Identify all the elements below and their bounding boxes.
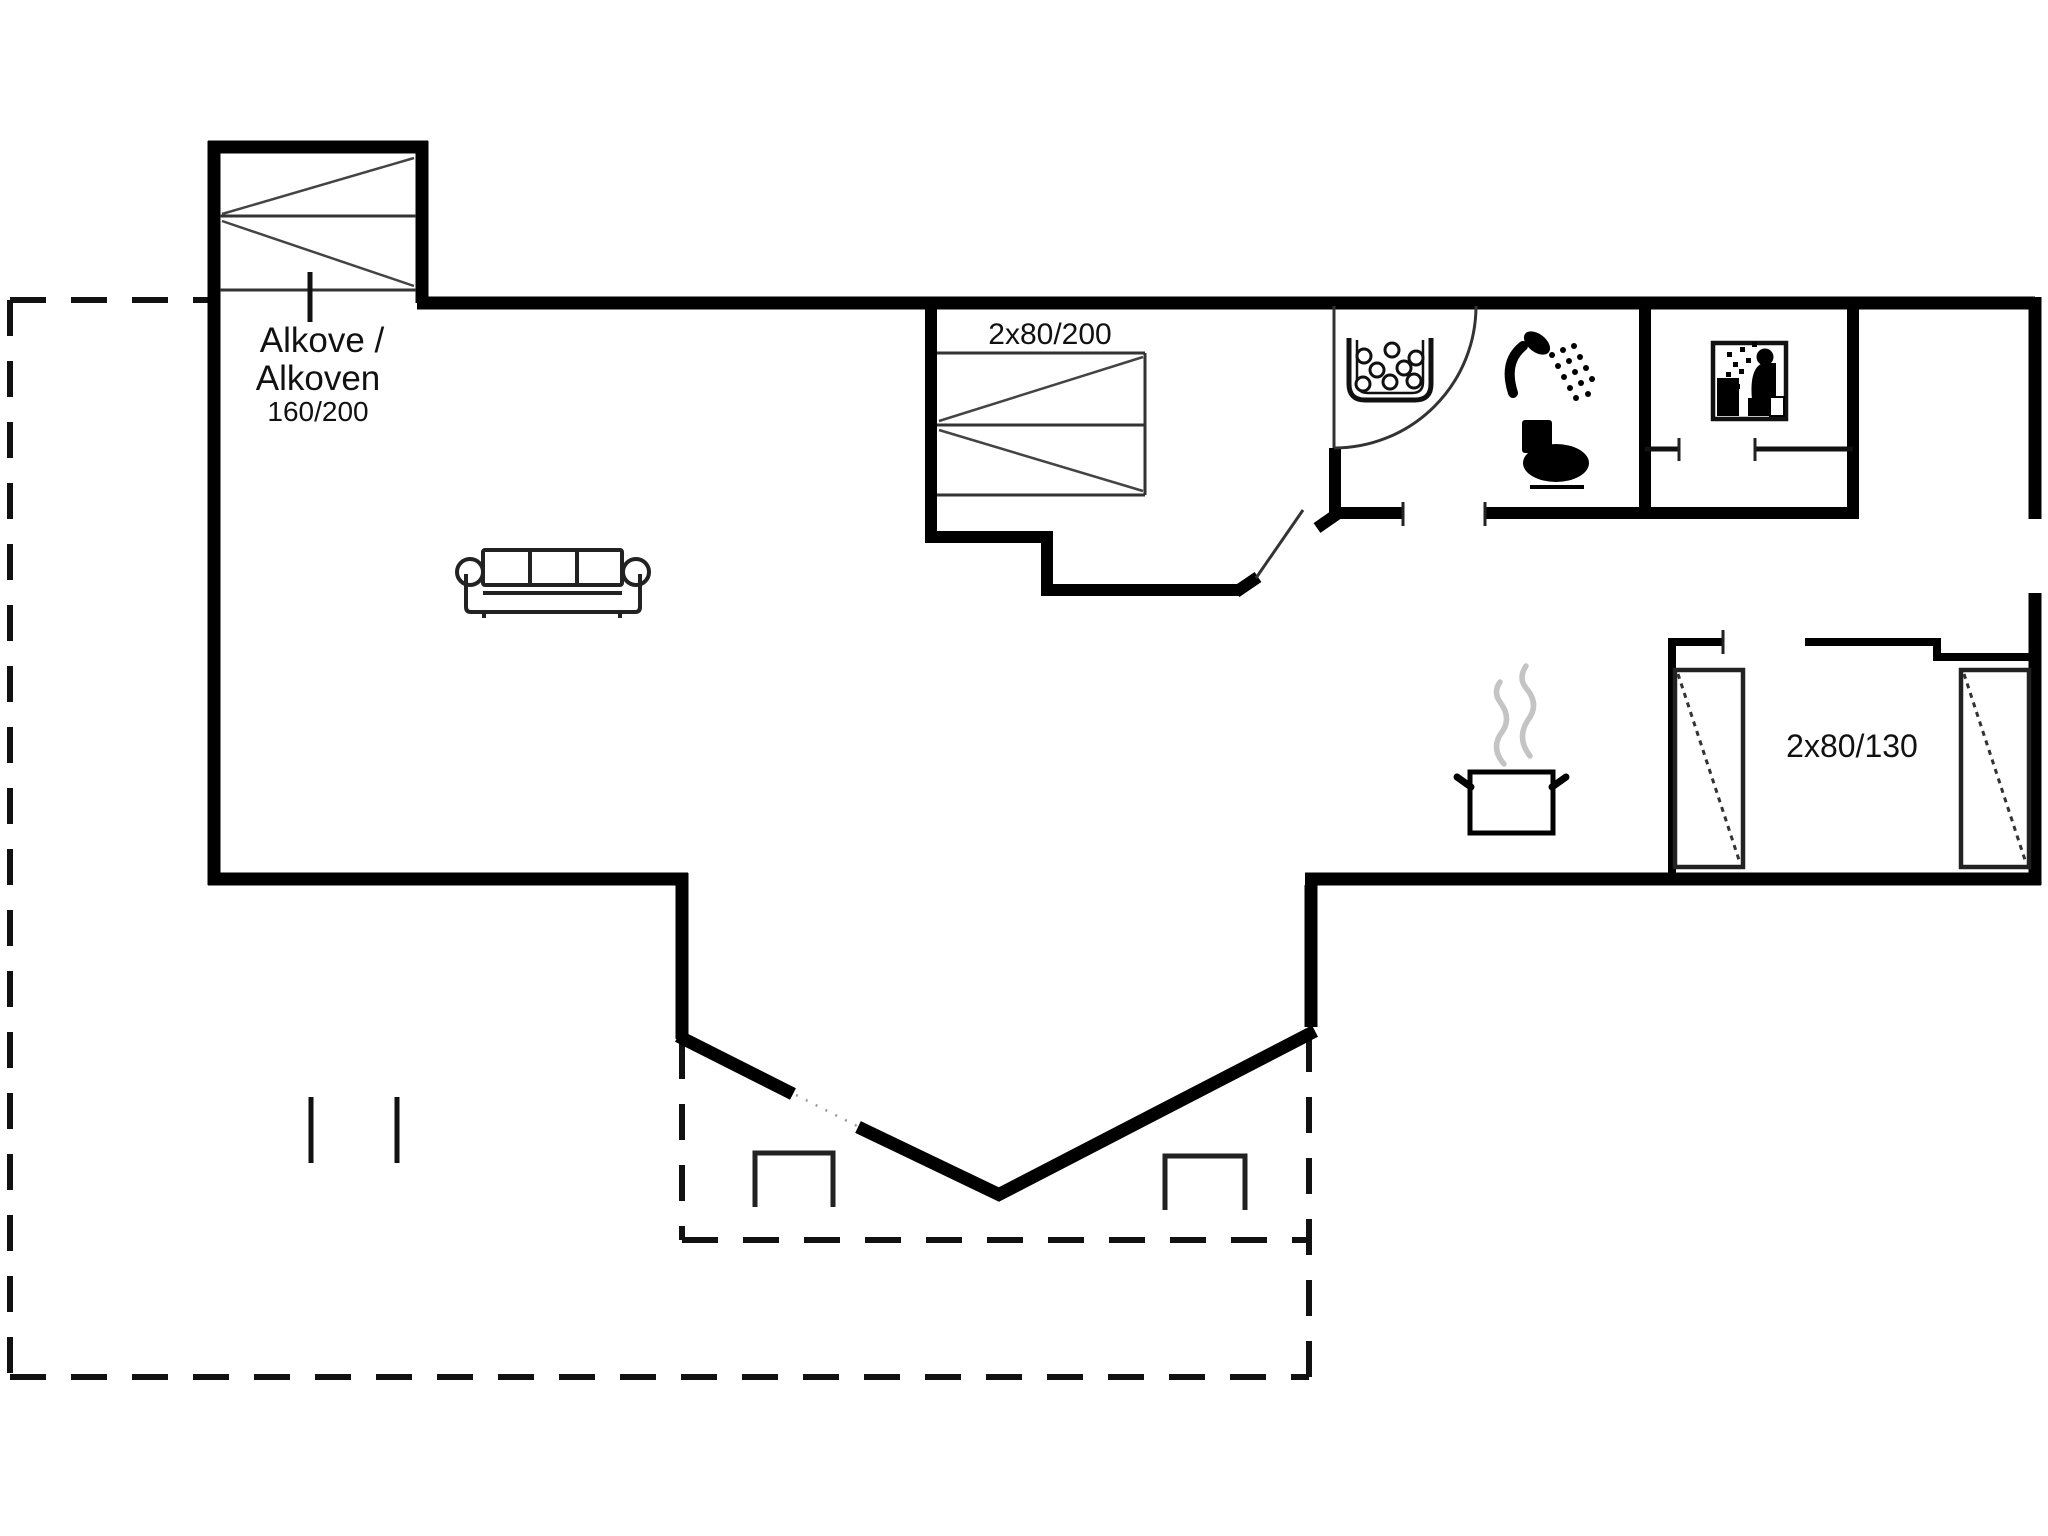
washing-machine-detail xyxy=(1751,363,1776,400)
washbasin-icon xyxy=(1346,338,1434,403)
terrace-dashed-outline xyxy=(7,297,1312,1380)
wall-segment-v-diagonal-left-b xyxy=(855,1121,1005,1202)
bed-diagonal xyxy=(938,355,1144,423)
washing-machine-detail xyxy=(1717,378,1739,416)
washing-machine-icon xyxy=(1710,340,1789,422)
cooking-pot-icon xyxy=(1453,769,1570,836)
door-arc-icon xyxy=(1333,305,1478,450)
exterior-walls xyxy=(207,140,2042,1202)
sofa-armrest xyxy=(455,557,485,587)
labels: Alkove / Alkoven 160/200 2x80/200 2x80/1… xyxy=(256,318,1918,764)
toilet-bowl xyxy=(1523,444,1589,482)
sofa-icon xyxy=(455,548,651,618)
washing-machine-dots xyxy=(1726,342,1757,389)
washing-machine-detail xyxy=(1756,348,1774,366)
alcove-label-line2: Alkoven xyxy=(256,359,381,398)
bed-diagonal xyxy=(938,428,1144,493)
steam-icon xyxy=(1493,663,1537,767)
wardrobe-icon-right xyxy=(1958,667,2032,870)
toilet-tank xyxy=(1522,420,1552,453)
wall-segment-v-diagonal-left-a xyxy=(675,1030,796,1100)
wall-segment-diag-stub-left xyxy=(1232,572,1262,597)
wardrobe-diagonal xyxy=(1676,673,1742,864)
small-bedroom-size-label: 2x80/130 xyxy=(1786,728,1918,764)
terrace-marks xyxy=(308,1097,400,1163)
pot-handle xyxy=(1548,773,1570,791)
sofa-armrest xyxy=(621,557,651,587)
door-leaf-sleeping-area xyxy=(1254,509,1305,579)
sofa-body xyxy=(464,574,642,614)
wall-segment-v-diagonal-right xyxy=(993,1025,1318,1202)
shower-icon xyxy=(1504,331,1595,401)
steam-line xyxy=(1493,679,1510,767)
bed-diagonal xyxy=(221,219,415,288)
terrace-chair-icon-left xyxy=(752,1150,836,1207)
pot-body xyxy=(1467,769,1556,836)
steam-line xyxy=(1519,663,1537,759)
alcove-label-line1: Alkove / xyxy=(260,321,385,360)
chair-outline xyxy=(752,1150,836,1207)
double-bed-icon xyxy=(937,351,1147,497)
wardrobe-box xyxy=(1672,667,1746,870)
pot-handle xyxy=(1453,773,1475,791)
interior-walls xyxy=(925,297,2035,879)
bed-diagonal xyxy=(221,156,415,216)
washbasin-bubbles xyxy=(1354,341,1425,393)
wardrobe-diagonal xyxy=(1962,673,2028,864)
shower-head xyxy=(1523,331,1551,355)
wardrobe-box xyxy=(1958,667,2032,870)
sofa-back xyxy=(481,548,624,587)
shower-spray xyxy=(1549,343,1595,401)
washing-machine-detail xyxy=(1769,396,1785,417)
wardrobe-icon-left xyxy=(1672,667,1746,870)
shower-arm xyxy=(1504,341,1528,398)
terrace-door-opening xyxy=(795,1093,858,1128)
washing-machine-detail xyxy=(1748,398,1769,416)
toilet-icon xyxy=(1522,420,1589,489)
double-bed-size-label: 2x80/200 xyxy=(988,318,1111,351)
terrace-chair-icon-right xyxy=(1162,1153,1248,1210)
chair-outline xyxy=(1162,1153,1248,1210)
alcove-size-label: 160/200 xyxy=(267,396,368,427)
alcove-bed-icon xyxy=(220,156,416,322)
